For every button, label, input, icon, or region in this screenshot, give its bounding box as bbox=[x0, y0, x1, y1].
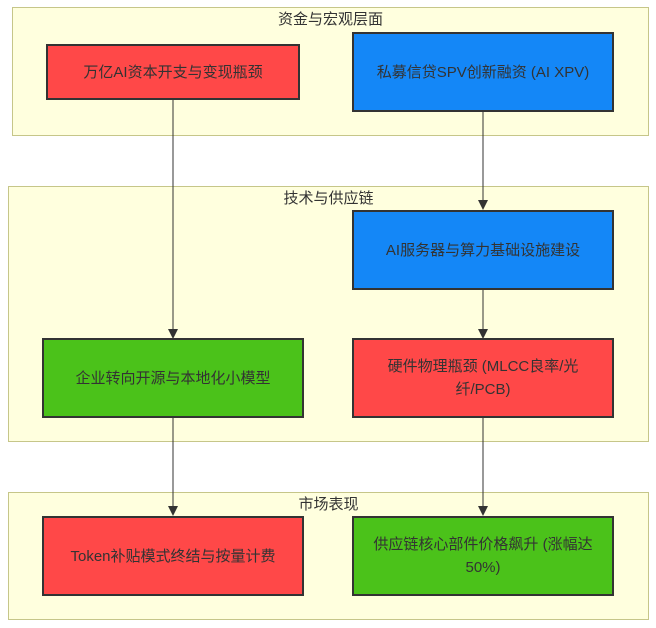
node-ai-server-infra: AI服务器与算力基础设施建设 bbox=[352, 210, 614, 290]
node-supply-chain-price: 供应链核心部件价格飙升 (涨幅达50%) bbox=[352, 516, 614, 596]
cluster-title: 资金与宏观层面 bbox=[277, 11, 383, 28]
node-label: Token补贴模式终结与按量计费 bbox=[70, 547, 276, 565]
cluster-title: 技术与供应链 bbox=[283, 190, 374, 207]
node-label: 供应链核心部件价格飙升 (涨幅达50%) bbox=[373, 536, 593, 576]
node-hardware-bottleneck: 硬件物理瓶颈 (MLCC良率/光纤/PCB) bbox=[352, 338, 614, 418]
node-label: 硬件物理瓶颈 (MLCC良率/光纤/PCB) bbox=[387, 358, 579, 398]
cluster-title: 市场表现 bbox=[298, 496, 359, 513]
node-label: 企业转向开源与本地化小模型 bbox=[75, 369, 271, 387]
node-token-subsidy-end: Token补贴模式终结与按量计费 bbox=[42, 516, 304, 596]
node-label: AI服务器与算力基础设施建设 bbox=[385, 241, 581, 259]
node-private-credit-spv: 私募信贷SPV创新融资 (AI XPV) bbox=[352, 32, 614, 112]
node-enterprise-open-source: 企业转向开源与本地化小模型 bbox=[42, 338, 304, 418]
node-label: 万亿AI资本开支与变现瓶颈 bbox=[83, 63, 263, 81]
node-label: 私募信贷SPV创新融资 (AI XPV) bbox=[376, 63, 590, 81]
node-trillion-ai-capex: 万亿AI资本开支与变现瓶颈 bbox=[46, 44, 300, 100]
